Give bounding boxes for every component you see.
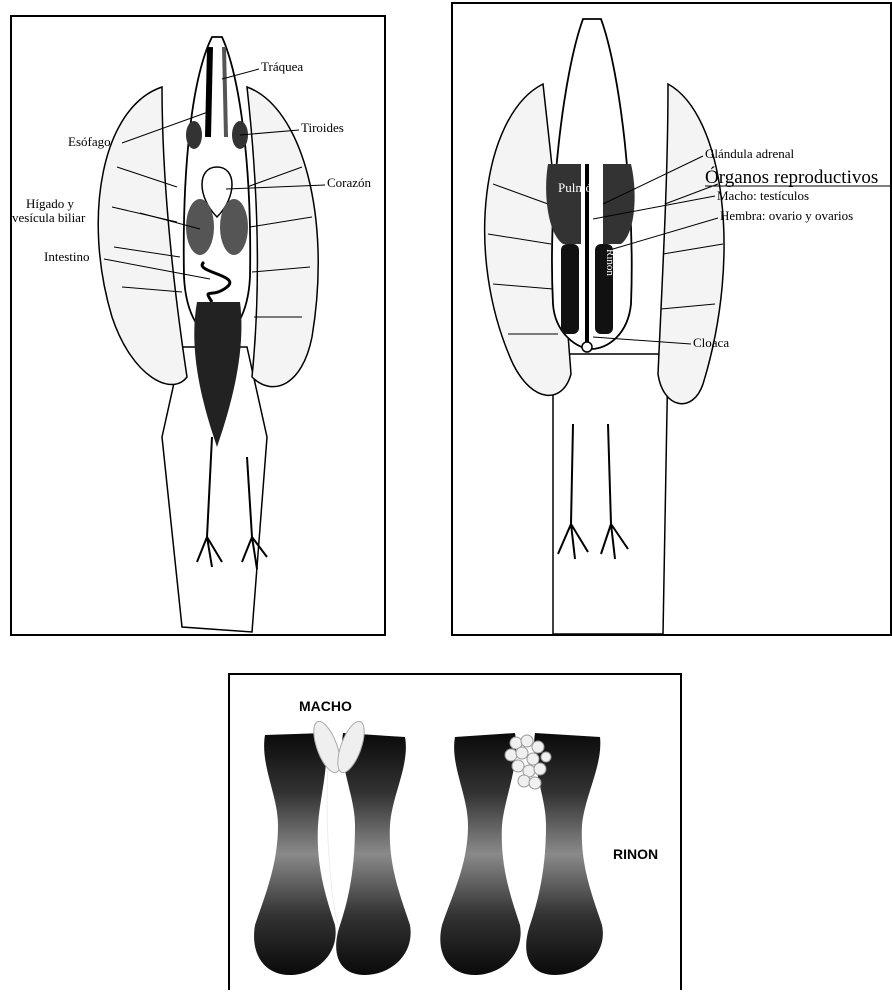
digestive-anatomy-illustration: Tráquea Esófago Tiroides Corazón Hígado … xyxy=(12,17,388,638)
kidney-female-left xyxy=(440,733,520,975)
label-macho: MACHO xyxy=(299,698,352,714)
label-organos-reproductivos: Órganos reproductivos xyxy=(705,166,878,188)
label-glandula-adrenal: Glándula adrenal xyxy=(705,146,795,161)
label-traquea: Tráquea xyxy=(261,59,303,74)
label-higado-1: Hígado y xyxy=(26,196,75,211)
label-corazon: Corazón xyxy=(327,175,372,190)
label-cloaca: Cloaca xyxy=(693,335,729,350)
label-rinon: RINON xyxy=(613,846,658,862)
label-rinon-organ: Riñón xyxy=(604,249,616,276)
label-higado-2: vesícula biliar xyxy=(12,210,86,225)
label-hembra-ovarios: Hembra: ovario y ovarios xyxy=(720,208,853,223)
digestive-anatomy-panel: Tráquea Esófago Tiroides Corazón Hígado … xyxy=(10,15,386,636)
label-intestino: Intestino xyxy=(44,249,90,264)
label-pulmon: Pulmón xyxy=(558,180,599,195)
label-esofago: Esófago xyxy=(68,134,111,149)
reproductive-anatomy-illustration: Glándula adrenal Órganos reproductivos M… xyxy=(453,4,892,638)
kidney-male-left xyxy=(254,733,336,975)
gonad-comparison-panel: MACHO RINON xyxy=(228,673,682,990)
label-macho-testiculos: Macho: testículos xyxy=(717,188,809,203)
reproductive-anatomy-panel: Glándula adrenal Órganos reproductivos M… xyxy=(451,2,892,636)
gonad-comparison-illustration: MACHO RINON xyxy=(230,675,684,992)
label-tiroides: Tiroides xyxy=(301,120,344,135)
